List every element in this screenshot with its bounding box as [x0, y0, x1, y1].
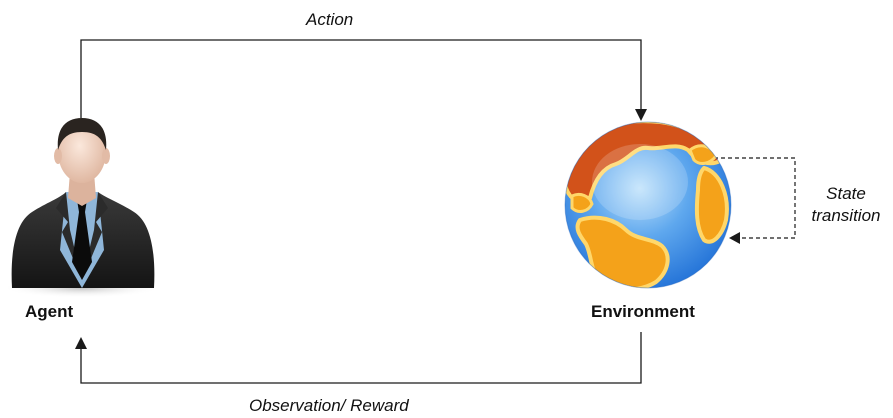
state-transition-label-line1: State [826, 184, 866, 203]
state-transition-label: State transition [800, 183, 892, 227]
state-transition-label-line2: transition [811, 206, 881, 225]
observation-reward-arrow [75, 332, 642, 384]
observation-reward-label: Observation/ Reward [249, 396, 409, 415]
action-label: Action [306, 10, 354, 29]
environment-label: Environment [591, 302, 695, 321]
agent-label: Agent [25, 302, 74, 321]
globe-icon [564, 121, 732, 289]
state-transition-arrow [714, 157, 796, 244]
action-arrow [80, 39, 647, 121]
businessman-icon [2, 118, 162, 298]
